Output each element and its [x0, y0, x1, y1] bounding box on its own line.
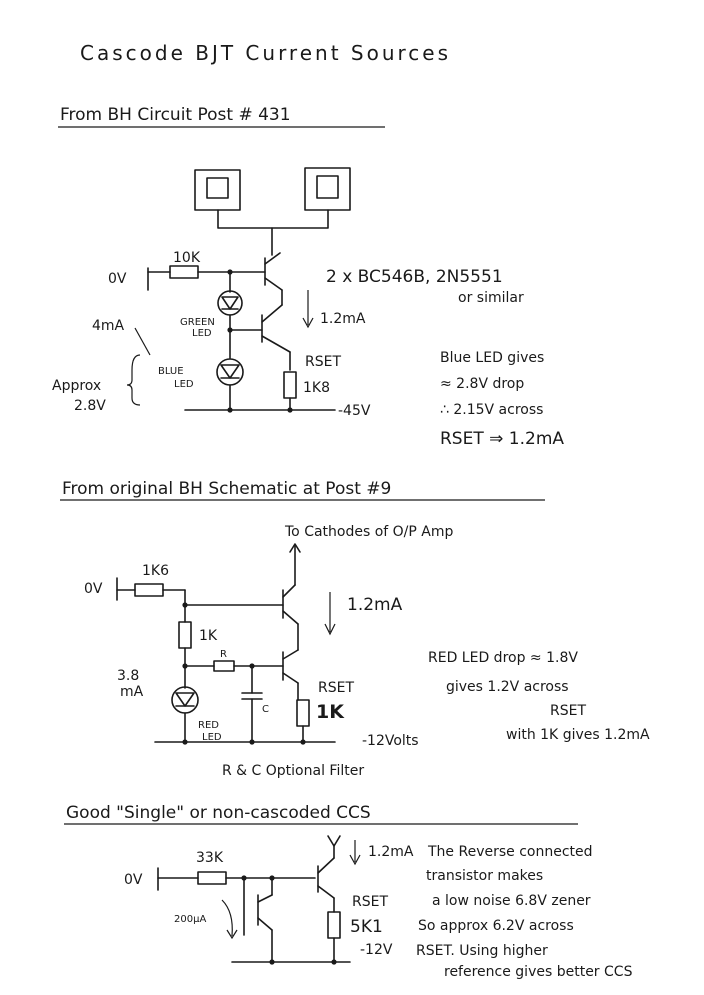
section2-heading: From original BH Schematic at Post #9: [62, 479, 391, 499]
s1-ov-label: 0V: [108, 271, 127, 287]
approx-brace: [126, 354, 141, 406]
s2-input-resistor: [116, 583, 186, 606]
s1-note-1: Blue LED gives: [440, 350, 544, 366]
s1-rail-label: -45V: [338, 403, 371, 419]
s2-note-4: with 1K gives 1.2mA: [506, 727, 650, 743]
s3-note-4: So approx 6.2V across: [418, 918, 574, 934]
red-led-label-1: RED: [198, 720, 219, 731]
approx-label-2: 2.8V: [74, 398, 106, 414]
blue-led: [216, 358, 244, 386]
s2-current-label: 1.2mA: [347, 595, 403, 615]
s3-rset-resistor: [327, 911, 341, 963]
blue-led-label-2: LED: [174, 379, 194, 390]
s1-current-label: 1.2mA: [320, 311, 366, 327]
s1-r-input-label: 10K: [173, 250, 201, 266]
s3-ref-current: 200µA: [174, 914, 206, 925]
s2-rset-resistor: [296, 699, 310, 743]
s1-transistors: 2 x BC546B, 2N5551: [326, 267, 503, 287]
s1-note-3: ∴ 2.15V across: [440, 402, 543, 418]
s1-note-2: ≈ 2.8V drop: [440, 376, 524, 392]
reverse-connected-transistor: [243, 877, 273, 963]
s3-note-5: RSET. Using higher: [416, 943, 548, 959]
green-led-label-1: GREEN: [180, 317, 215, 328]
s1-rset-label: RSET: [305, 354, 341, 370]
s2-led-current-1: 3.8: [117, 668, 139, 684]
s2-filter-resistor: [184, 660, 284, 672]
s2-rset-value: 1K: [316, 701, 345, 723]
s3-note-3: a low noise 6.8V zener: [432, 893, 591, 909]
section1-heading: From BH Circuit Post # 431: [60, 105, 291, 125]
s2-ov-label: 0V: [84, 581, 103, 597]
s1-transistors-alt: or similar: [458, 290, 524, 306]
approx-label-1: Approx: [52, 378, 101, 394]
red-led-label-2: LED: [202, 732, 222, 743]
green-led-label-2: LED: [192, 328, 212, 339]
s3-current-label: 1.2mA: [368, 844, 414, 860]
s3-input-resistor: [157, 871, 316, 885]
s2-rset-label: RSET: [318, 680, 354, 696]
s2-filter-note: R & C Optional Filter: [222, 763, 364, 779]
section3-heading: Good "Single" or non-cascoded CCS: [66, 803, 371, 823]
s2-note-1: RED LED drop ≈ 1.8V: [428, 650, 578, 666]
s2-1k-resistor: [178, 604, 192, 689]
green-led: [217, 290, 243, 316]
s2-1k-label: 1K: [199, 628, 218, 644]
s2-transistor-lower: [282, 649, 299, 701]
red-led: [171, 686, 199, 714]
s2-transistor-upper: [282, 584, 299, 651]
s2-filter-capacitor: [241, 665, 263, 743]
s1-input-resistor: [147, 265, 266, 279]
s1-rset-resistor: [283, 371, 297, 411]
cascode-transistor-lower: [261, 304, 291, 371]
s3-note-2: transistor makes: [426, 868, 543, 884]
s3-r-input-label: 33K: [196, 850, 224, 866]
s1-note-4: RSET ⇒ 1.2mA: [440, 429, 564, 449]
s1-rset-value: 1K8: [303, 380, 330, 396]
s3-ref-current-arrow: [221, 899, 233, 937]
s2-r-input-label: 1K6: [142, 563, 169, 579]
s2-note-3: RSET: [550, 703, 586, 719]
s2-r-label: R: [220, 649, 227, 660]
page-title: Cascode BJT Current Sources: [80, 41, 451, 65]
s3-output-transistor: [317, 835, 341, 913]
s2-note-2: gives 1.2V across: [446, 679, 569, 695]
load-symbols: [194, 167, 351, 256]
cascode-transistor-upper: [264, 252, 283, 306]
s3-note-6: reference gives better CCS: [444, 964, 633, 980]
s1-led-current-arrow: [134, 327, 151, 356]
s2-c-label: C: [262, 704, 269, 715]
blue-led-label-1: BLUE: [158, 366, 184, 377]
s3-ov-label: 0V: [124, 872, 143, 888]
s1-led-current: 4mA: [92, 318, 125, 334]
s3-rset-value: 5K1: [350, 917, 383, 937]
s3-rail-label: -12V: [360, 942, 393, 958]
s2-to-cathodes: To Cathodes of O/P Amp: [284, 524, 454, 540]
s2-led-current-2: mA: [120, 684, 144, 700]
s3-note-1: The Reverse connected: [427, 844, 593, 860]
s2-rail-label: -12Volts: [362, 733, 419, 749]
s3-rset-label: RSET: [352, 894, 388, 910]
